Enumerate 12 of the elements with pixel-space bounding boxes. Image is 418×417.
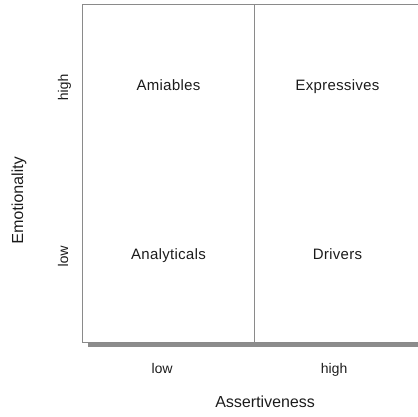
quadrant-cell — [82, 174, 255, 343]
quadrant-label: Amiables — [136, 77, 201, 94]
quadrant-label: Drivers — [312, 246, 362, 263]
axis-tick-label: low — [55, 246, 71, 266]
axis-tick-label: low — [152, 360, 172, 376]
axis-title: Assertiveness — [215, 394, 315, 412]
axis-title: Emotionality — [10, 156, 28, 244]
quadrant-label: Expressives — [295, 77, 380, 94]
quadrant-label: Analyticals — [131, 246, 206, 263]
quadrant-cell — [82, 4, 255, 175]
axis-tick-label: high — [55, 74, 71, 100]
axis-tick-label: high — [320, 360, 348, 376]
